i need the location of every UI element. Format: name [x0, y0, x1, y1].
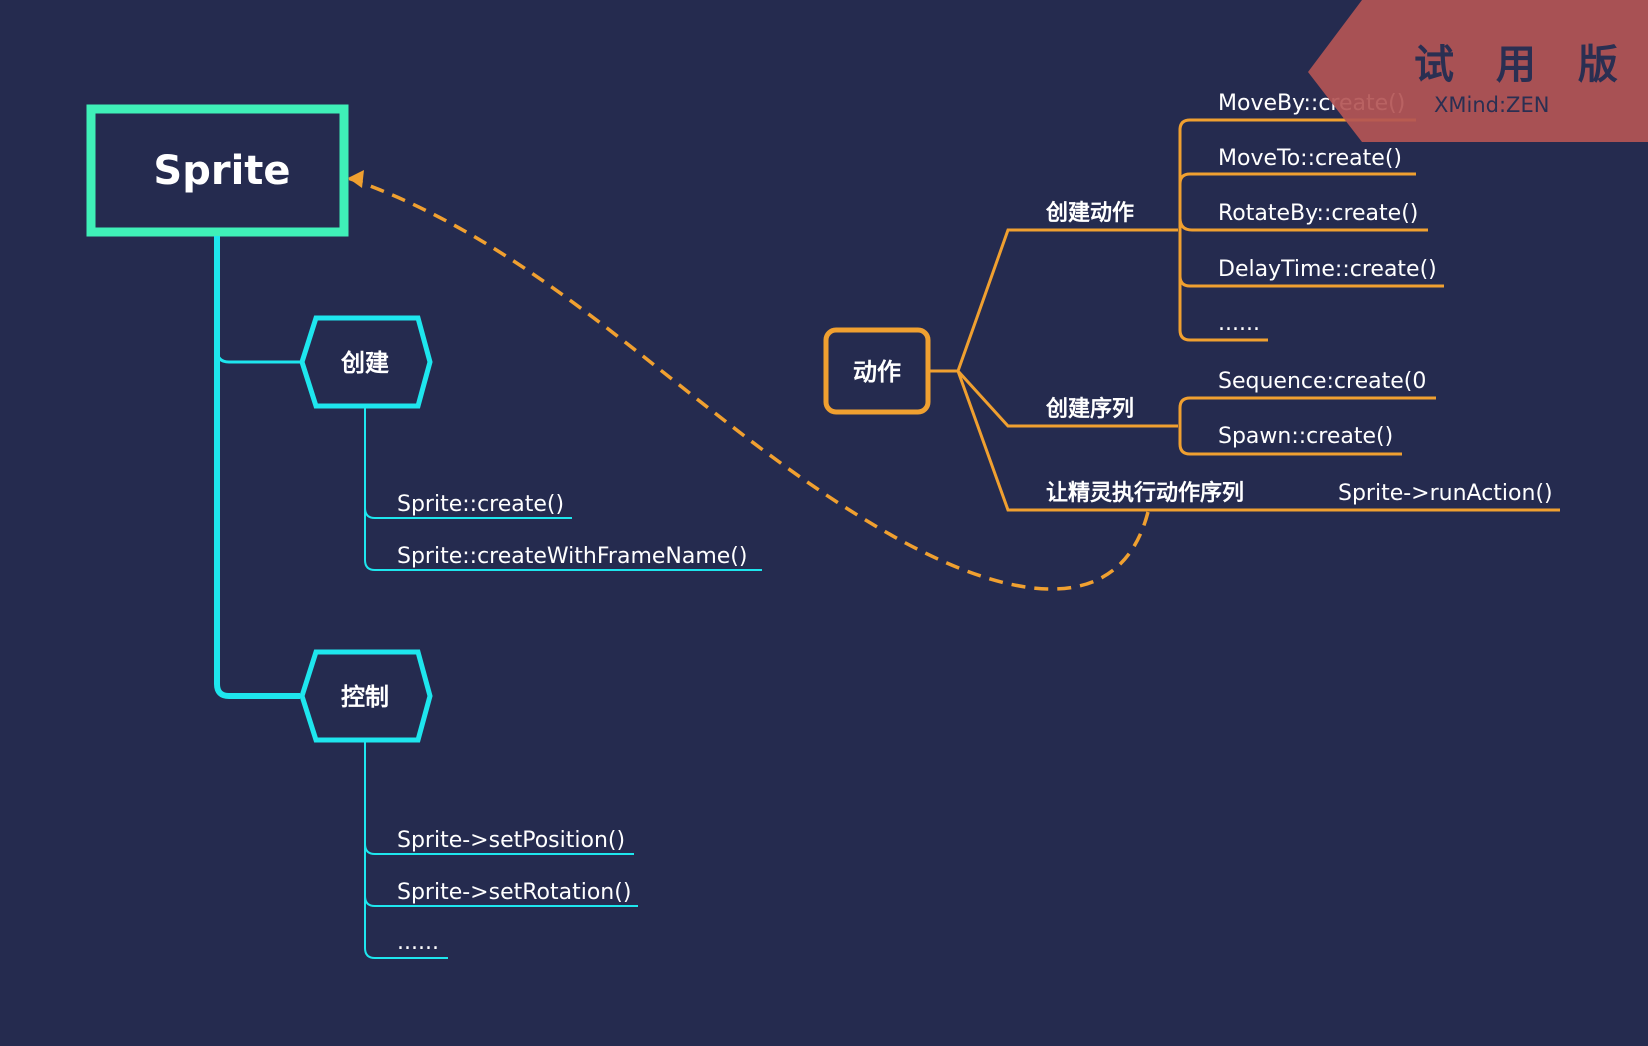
topic-control[interactable] — [299, 649, 433, 743]
create-action-item-5[interactable]: ...... — [1218, 311, 1260, 336]
topic-control-label: 控制 — [341, 683, 389, 711]
create-item-1[interactable]: Sprite::create() — [397, 492, 564, 517]
branch-line-create — [215, 349, 300, 364]
branch-run-label[interactable]: 让精灵执行动作序列 — [1046, 480, 1244, 506]
trial-watermark-banner — [1308, 0, 1648, 142]
create-sequence-subtree — [1178, 396, 1436, 456]
branch-create-action-label[interactable]: 创建动作 — [1045, 201, 1134, 226]
topic-create[interactable] — [299, 315, 433, 409]
topic-action-label: 动作 — [853, 358, 901, 386]
create-action-item-2[interactable]: MoveTo::create() — [1218, 146, 1402, 171]
create-item-2[interactable]: Sprite::createWithFrameName() — [397, 544, 747, 569]
topic-create-label: 创建 — [340, 349, 389, 377]
topic-action[interactable] — [823, 327, 931, 415]
run-item[interactable]: Sprite->runAction() — [1338, 481, 1553, 506]
root-node-sprite[interactable] — [86, 104, 349, 237]
create-action-item-3[interactable]: RotateBy::create() — [1218, 201, 1418, 226]
create-action-item-4[interactable]: DelayTime::create() — [1218, 257, 1437, 282]
trunk-line — [214, 236, 300, 699]
relationship-dashed-line — [347, 176, 1150, 591]
create-action-subtree — [1178, 118, 1444, 342]
root-label: Sprite — [153, 148, 290, 194]
create-sequence-item-1[interactable]: Sequence:create(0 — [1218, 369, 1426, 394]
create-subtree-line — [364, 408, 762, 571]
control-subtree-line — [364, 742, 638, 959]
control-item-3[interactable]: ...... — [397, 930, 439, 955]
relationship-arrowhead — [348, 170, 364, 188]
branch-create-sequence-label[interactable]: 创建序列 — [1045, 396, 1134, 422]
control-item-2[interactable]: Sprite->setRotation() — [397, 880, 631, 905]
create-sequence-item-2[interactable]: Spawn::create() — [1218, 424, 1393, 449]
control-item-1[interactable]: Sprite->setPosition() — [397, 828, 625, 853]
trial-watermark-title: 试 用 版 — [1414, 42, 1632, 88]
trial-watermark-subtitle: XMind:ZEN — [1434, 93, 1549, 117]
action-branch-lines — [930, 228, 1560, 512]
